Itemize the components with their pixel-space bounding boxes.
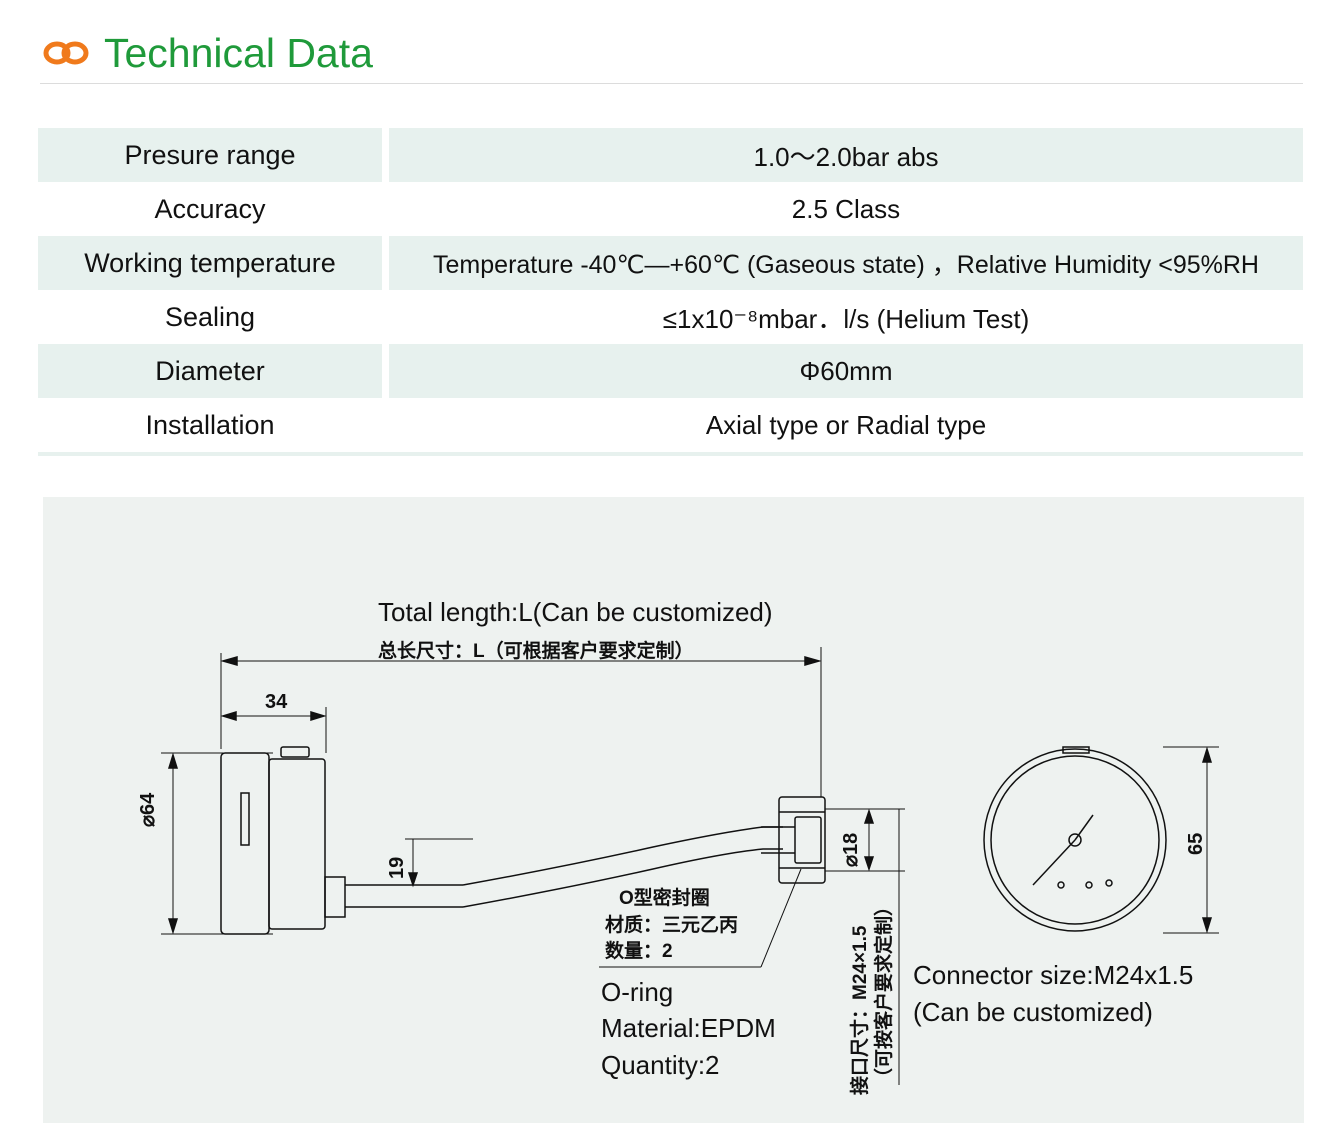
total-length-label: Total length:L(Can be customized) <box>378 597 773 627</box>
connector-customized-label: (Can be customized) <box>913 997 1153 1027</box>
spec-table: Presure range 1.0～2.0bar abs Accuracy 2.… <box>38 128 1303 456</box>
oring-material: Material:EPDM <box>601 1013 776 1043</box>
spec-value: Φ60mm <box>389 344 1303 398</box>
section-header: Technical Data <box>40 28 1303 84</box>
spec-value: Temperature -40℃—+60℃ (Gaseous state) ，R… <box>389 236 1303 290</box>
connector-label-cn-1: 接口尺寸：M24×1.5 <box>850 925 871 1095</box>
spec-label: Sealing <box>164 301 256 332</box>
spec-value: 2.5 Class <box>791 193 901 224</box>
spec-label: Diameter <box>38 344 382 398</box>
spec-label: Working temperature <box>38 236 382 290</box>
oring-quantity: Quantity:2 <box>601 1050 720 1080</box>
oring-label: O-ring <box>601 977 674 1007</box>
table-row: Accuracy 2.5 Class <box>38 182 1303 236</box>
technical-drawing: Total length:L(Can be customized) 总长尺寸：L… <box>43 497 1304 1123</box>
table-row: Installation Axial type or Radial type <box>38 398 1303 456</box>
connector-label-cn-2: （可按客户要求定制） <box>874 896 895 1087</box>
oring-label-cn-1: O型密封圈 <box>619 888 710 909</box>
table-row: Diameter Φ60mm <box>38 344 1303 398</box>
spec-label: Installation <box>145 409 275 440</box>
gauge-dimension-drawing <box>161 647 1219 1085</box>
page-title: Technical Data <box>104 30 373 76</box>
dimension-34: 34 <box>265 691 288 713</box>
connector-size-label: Connector size:M24x1.5 <box>913 960 1194 990</box>
oring-label-cn-2: 材质：三元乙丙 <box>605 915 739 936</box>
spec-value: Axial type or Radial type <box>705 409 987 440</box>
table-row: Sealing ≤1x10⁻⁸mbar．l/s (Helium Test) <box>38 290 1303 344</box>
dimension-18: ⌀18 <box>840 832 862 867</box>
total-length-label-cn: 总长尺寸：L（可根据客户要求定制） <box>378 641 694 662</box>
spec-label: Accuracy <box>154 193 266 224</box>
double-ring-icon <box>43 41 89 65</box>
table-row: Working temperature Temperature -40℃—+60… <box>38 236 1303 290</box>
spec-value: ≤1x10⁻⁸mbar．l/s (Helium Test) <box>662 303 1030 334</box>
dimension-65: 65 <box>1185 832 1207 855</box>
spec-label: Presure range <box>38 128 382 182</box>
table-row: Presure range 1.0～2.0bar abs <box>38 128 1303 182</box>
dimension-64: ⌀64 <box>137 792 159 827</box>
spec-value: 1.0～2.0bar abs <box>389 128 1303 182</box>
oring-label-cn-3: 数量：2 <box>605 941 673 962</box>
dimension-19: 19 <box>386 856 408 879</box>
